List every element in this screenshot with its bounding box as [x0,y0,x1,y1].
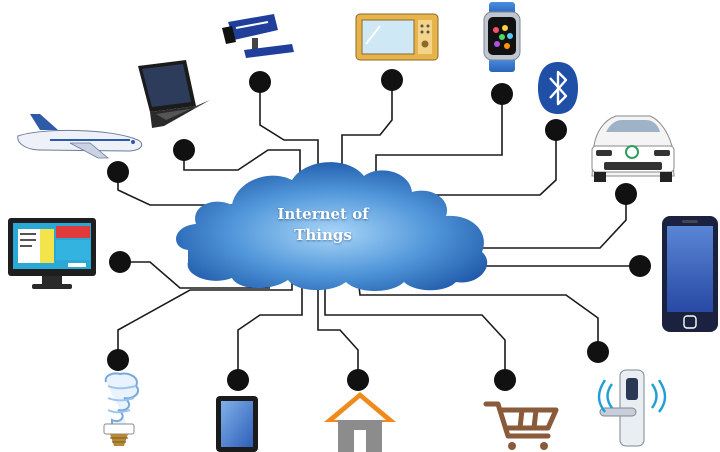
smartwatch-icon [483,2,521,72]
node-tablet [227,369,249,391]
smartphone-icon [662,216,718,332]
security-camera-icon [222,14,294,58]
node-camera [249,71,271,93]
cloud-title: Internet of Things [248,204,398,246]
connector-monitor [120,261,270,289]
node-monitor [109,251,131,273]
connector-bluetooth [385,130,557,196]
microwave-icon [355,13,439,61]
node-cart [494,369,516,391]
tablet-icon [216,396,258,452]
node-lock [587,341,609,363]
node-bulb [107,349,129,371]
node-laptop [173,139,195,161]
light-bulb-icon [103,372,140,446]
connector-camera [259,82,319,168]
bluetooth-icon [538,62,578,114]
connector-car [470,194,627,249]
connector-watch [375,94,503,180]
node-airplane [107,161,129,183]
connector-laptop [183,149,301,175]
monitor-icon [8,218,96,289]
connector-house [317,285,359,380]
laptop-icon [138,60,210,128]
node-car [615,183,637,205]
connector-microwave [341,80,393,165]
node-bluetooth [545,119,567,141]
node-microwave [381,69,403,91]
node-phone [629,255,651,277]
connection-nodes [107,69,651,391]
cloud-title-line1: Internet of [277,205,369,223]
cloud-shape [176,162,488,291]
car-icon [591,115,675,182]
airplane-icon [17,114,143,159]
connector-lock [357,277,599,352]
cloud-title-line2: Things [294,226,352,244]
connector-cart [324,285,506,380]
node-house [347,369,369,391]
shopping-cart-icon [483,401,559,450]
house-icon [324,392,396,452]
node-watch [491,83,513,105]
smart-lock-icon [597,369,667,447]
connector-tablet [237,285,303,380]
